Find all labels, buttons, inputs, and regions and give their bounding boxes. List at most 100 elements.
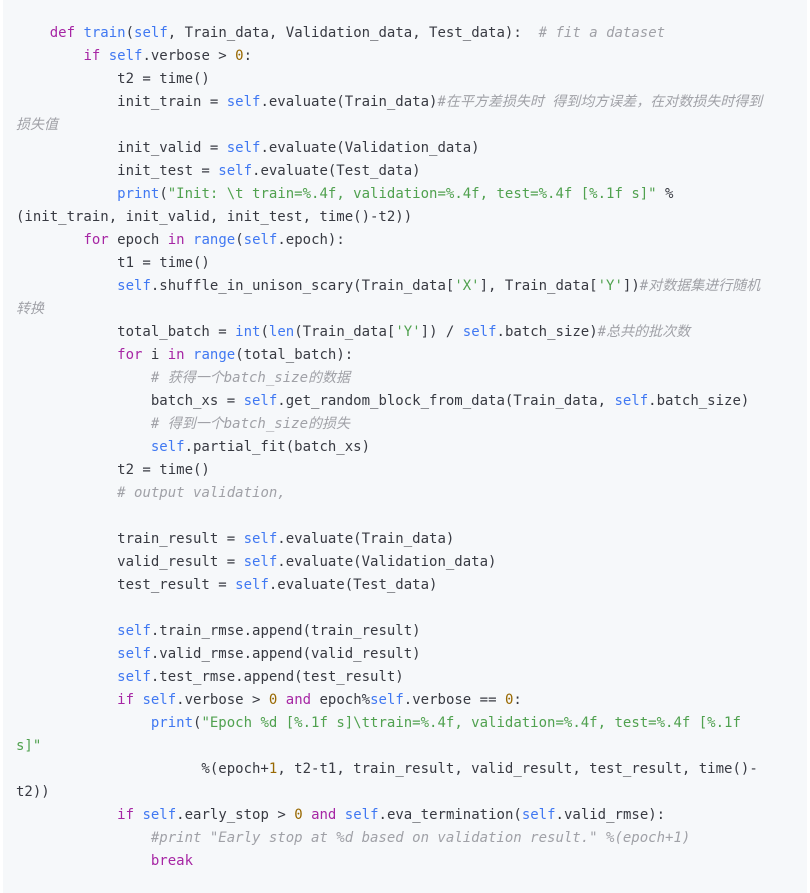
code-token: (total_batch): xyxy=(235,347,354,363)
code-token: 0 xyxy=(268,692,278,708)
code-token: # 得到一个batch_size的损失 xyxy=(150,416,351,432)
code-block: def train(self, Train_data, Validation_d… xyxy=(3,0,807,893)
code-token xyxy=(16,439,151,455)
code-line: init_train = self.evaluate(Train_data)#在… xyxy=(3,91,807,114)
code-line: t1 = time() xyxy=(3,252,807,275)
code-line: self.train_rmse.append(train_result) xyxy=(3,620,807,643)
code-token xyxy=(16,347,117,363)
code-line: batch_xs = self.get_random_block_from_da… xyxy=(3,390,807,413)
code-token xyxy=(16,232,83,248)
code-token: ]) xyxy=(622,278,640,294)
code-token: init_train = xyxy=(16,94,227,110)
code-token: .get_random_block_from_data(Train_data, xyxy=(277,393,615,409)
code-token: self xyxy=(142,807,177,823)
code-token: and xyxy=(285,692,312,708)
code-token: self xyxy=(150,439,185,455)
code-token xyxy=(16,623,117,639)
code-token: def xyxy=(49,25,76,41)
code-token: .batch_size) xyxy=(648,393,750,409)
code-token xyxy=(16,370,151,386)
code-token: .evaluate(Train_data) xyxy=(277,531,455,547)
code-token: break xyxy=(150,853,194,869)
code-token: epoch xyxy=(108,232,168,248)
code-token: .early_stop > xyxy=(176,807,295,823)
code-token: self xyxy=(226,94,261,110)
code-token: self xyxy=(243,232,278,248)
code-token: #对数据集进行随机 xyxy=(639,278,761,294)
code-token: #在平方差损失时 得到均方误差，在对数损失时得到 xyxy=(437,94,763,110)
code-token xyxy=(16,853,151,869)
code-token xyxy=(16,692,117,708)
code-token: # fit a dataset xyxy=(538,25,666,41)
code-token xyxy=(16,646,117,662)
code-token: valid_result = xyxy=(16,554,244,570)
code-token: .verbose > xyxy=(142,48,236,64)
code-line: self.shuffle_in_unison_scary(Train_data[… xyxy=(3,275,807,298)
code-line xyxy=(3,597,807,620)
code-token: self xyxy=(134,25,168,41)
code-token xyxy=(16,485,117,501)
code-line: total_batch = int(len(Train_data['Y']) /… xyxy=(3,321,807,344)
code-token: s]" xyxy=(16,738,42,754)
code-token: .evaluate(Test_data) xyxy=(268,577,438,593)
code-token: epoch% xyxy=(311,692,371,708)
code-token: .evaluate(Test_data) xyxy=(252,163,421,179)
code-token: self xyxy=(344,807,379,823)
code-token xyxy=(16,186,117,202)
code-token: 0 xyxy=(504,692,514,708)
code-token: for xyxy=(117,347,143,363)
code-line: valid_result = self.evaluate(Validation_… xyxy=(3,551,807,574)
code-token xyxy=(16,830,151,846)
code-token: ( xyxy=(260,324,269,340)
code-token: t2 = time() xyxy=(16,71,210,87)
code-token: #总共的批次数 xyxy=(597,324,691,340)
code-token: self xyxy=(235,577,269,593)
code-line: t2 = time() xyxy=(3,68,807,91)
code-token: self xyxy=(462,324,497,340)
code-token xyxy=(16,48,83,64)
code-token: "Epoch %d [%.1f s]\ttrain=%.4f, validati… xyxy=(201,715,741,731)
code-token: .test_rmse.append(test_result) xyxy=(150,669,404,685)
code-token: ( xyxy=(235,232,244,248)
code-token: print xyxy=(117,186,160,202)
code-token: self xyxy=(370,692,404,708)
code-token xyxy=(303,807,311,823)
code-line xyxy=(3,505,807,528)
code-line: if self.verbose > 0: xyxy=(3,45,807,68)
code-token: self xyxy=(226,140,261,156)
code-token: .valid_rmse.append(valid_result) xyxy=(150,646,421,662)
code-token: % xyxy=(656,186,674,202)
code-line: train_result = self.evaluate(Train_data) xyxy=(3,528,807,551)
code-line: test_result = self.evaluate(Test_data) xyxy=(3,574,807,597)
code-token: batch_xs = xyxy=(16,393,244,409)
code-line: self.valid_rmse.append(valid_result) xyxy=(3,643,807,666)
code-token: .valid_rmse): xyxy=(555,807,666,823)
code-token: i xyxy=(142,347,168,363)
code-token: 0 xyxy=(294,807,303,823)
code-line: self.test_rmse.append(test_result) xyxy=(3,666,807,689)
code-line: 损失值 xyxy=(3,114,807,137)
code-line: # 获得一个batch_size的数据 xyxy=(3,367,807,390)
code-token xyxy=(16,669,117,685)
code-line: t2 = time() xyxy=(3,459,807,482)
code-token: .batch_size) xyxy=(496,324,598,340)
code-token xyxy=(277,692,285,708)
code-token: self xyxy=(243,531,278,547)
code-token: 'Y' xyxy=(395,324,421,340)
code-token: %(epoch+ xyxy=(16,761,269,777)
code-token: .partial_fit(batch_xs) xyxy=(184,439,371,455)
code-token: self xyxy=(142,692,177,708)
code-token: self xyxy=(117,646,151,662)
code-token: and xyxy=(311,807,337,823)
code-token: train_result = xyxy=(16,531,244,547)
code-token: self xyxy=(218,163,253,179)
code-token: , Train_data, Validation_data, Test_data… xyxy=(167,25,539,41)
code-token: self xyxy=(108,48,143,64)
code-token: self xyxy=(243,554,278,570)
code-token: (init_train, init_valid, init_test, time… xyxy=(16,209,413,225)
code-line: break xyxy=(3,850,807,873)
code-token: self xyxy=(117,278,151,294)
code-token: 1 xyxy=(268,761,278,777)
code-line: self.partial_fit(batch_xs) xyxy=(3,436,807,459)
code-token: .train_rmse.append(train_result) xyxy=(150,623,421,639)
